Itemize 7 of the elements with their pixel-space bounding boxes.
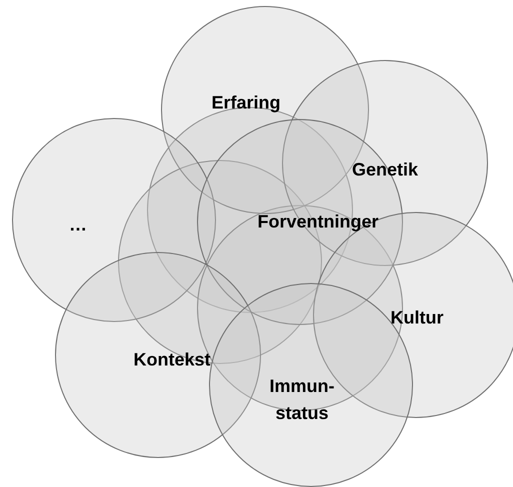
- circle-label: Kultur: [390, 306, 444, 330]
- circle-label: Forventninger: [258, 210, 378, 234]
- circle-label: Erfaring: [212, 92, 280, 114]
- circle-label: …: [69, 214, 87, 236]
- circle-label: Kontekst: [134, 348, 210, 372]
- circle-label: Genetik: [352, 158, 418, 182]
- circle-label: Immun- status: [268, 375, 336, 425]
